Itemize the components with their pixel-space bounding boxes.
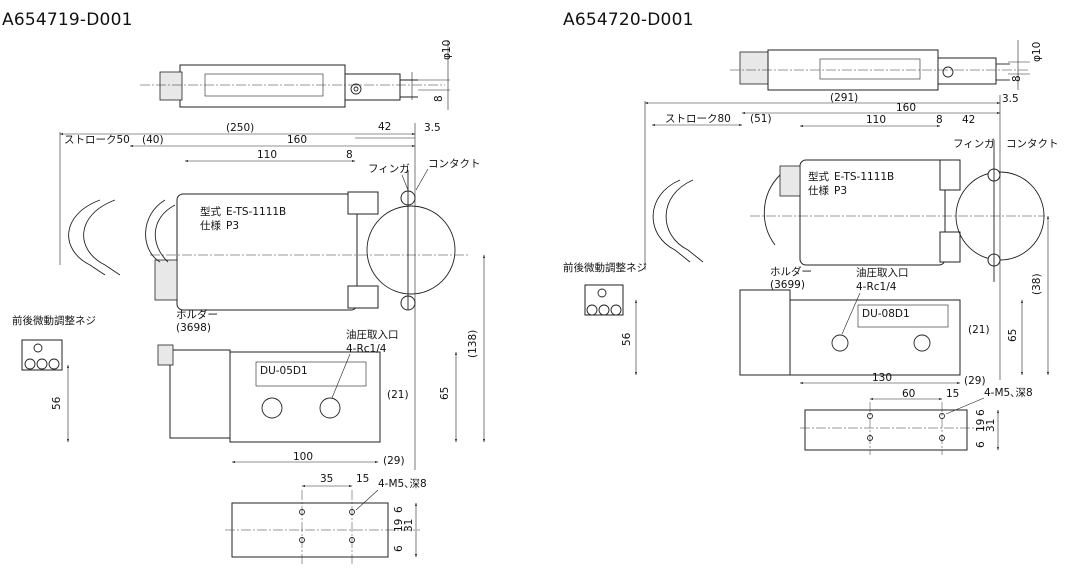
dim-19-right: 19 bbox=[975, 419, 987, 432]
dim-110-right: 110 bbox=[866, 114, 886, 126]
spec-val-right: P3 bbox=[834, 185, 847, 197]
dim-160-left: 160 bbox=[287, 134, 307, 146]
dim-110-left: 110 bbox=[257, 149, 277, 161]
dim-15-right: 15 bbox=[946, 388, 959, 400]
dim-8-right: 8 bbox=[936, 114, 943, 126]
spec-key-right: 仕様 bbox=[808, 184, 829, 197]
dim-42-left: 42 bbox=[378, 121, 391, 133]
finger-label-left: フィンガ bbox=[368, 163, 410, 175]
dim-100-left: 100 bbox=[293, 451, 313, 463]
dim-31-left: 31 bbox=[403, 519, 415, 532]
holder-no-right: (3699) bbox=[770, 279, 805, 291]
dim-56-left: 56 bbox=[51, 396, 63, 410]
dim-56-right: 56 bbox=[621, 332, 633, 346]
tapped-label-right: 4-M5､深8 bbox=[984, 387, 1033, 399]
dim-65-right: 65 bbox=[1007, 329, 1019, 342]
adjust-screw-label-right: 前後微動調整ネジ bbox=[563, 261, 647, 274]
top-view-left bbox=[140, 40, 450, 110]
model-key-right: 型式 bbox=[808, 170, 829, 183]
dim-40-left: (40) bbox=[142, 134, 164, 146]
dim-250-left: (250) bbox=[226, 122, 254, 134]
drawing-right: φ10 8 (291) 3.5 160 ストローク80 (51) 110 8 4… bbox=[563, 40, 1059, 455]
dim-3-5-left: 3.5 bbox=[424, 122, 441, 134]
tapped-label-left: 4-M5､深8 bbox=[378, 478, 427, 490]
drawing-left: φ10 8 (250) 160 ストローク50 (40) 3.5 110 8 4… bbox=[12, 40, 486, 565]
spec-key-left: 仕様 bbox=[200, 219, 221, 232]
dim-15-left: 15 bbox=[356, 473, 369, 485]
dim-65-left: 65 bbox=[439, 387, 451, 400]
dim-phi10-right: φ10 bbox=[1031, 42, 1043, 62]
unit-label-left: DU-05D1 bbox=[260, 365, 308, 377]
dim-35-left: 35 bbox=[320, 473, 333, 485]
dim-3-5-right: 3.5 bbox=[1002, 93, 1019, 105]
oil-port-label-left: 油圧取入口 bbox=[346, 328, 399, 341]
oil-port-spec-right: 4-Rc1/4 bbox=[856, 281, 897, 293]
dim-160-right: 160 bbox=[896, 102, 916, 114]
adjust-screw-label-left: 前後微動調整ネジ bbox=[12, 314, 96, 327]
dim-6a-left: 6 bbox=[393, 506, 405, 513]
dim-8-top-right: 8 bbox=[1011, 75, 1023, 82]
dim-8-left: 8 bbox=[346, 149, 353, 161]
dim-stroke-left: ストローク50 bbox=[64, 134, 130, 146]
dim-138-left: (138) bbox=[467, 330, 479, 358]
part-number-right: A654720-D001 bbox=[563, 10, 694, 30]
holder-label-right: ホルダー bbox=[770, 265, 812, 278]
spec-val-left: P3 bbox=[226, 220, 239, 232]
model-key-left: 型式 bbox=[200, 205, 221, 218]
contact-label-right: コンタクト bbox=[1006, 138, 1059, 150]
dim-19-left: 19 bbox=[393, 519, 405, 532]
dim-29-left: (29) bbox=[383, 455, 405, 467]
dim-6a-right: 6 bbox=[975, 409, 987, 416]
model-val-left: E-TS-1111B bbox=[226, 206, 286, 218]
dim-21-right: (21) bbox=[968, 324, 990, 336]
model-val-right: E-TS-1111B bbox=[834, 171, 894, 183]
dim-29-right: (29) bbox=[964, 375, 986, 387]
holder-no-left: (3698) bbox=[176, 322, 211, 334]
oil-port-label-right: 油圧取入口 bbox=[856, 266, 909, 279]
dim-60-right: 60 bbox=[902, 388, 915, 400]
dim-8-top-left: 8 bbox=[433, 95, 445, 102]
finger-label-right: フィンガ bbox=[953, 138, 995, 150]
dim-6b-right: 6 bbox=[975, 441, 987, 448]
dim-stroke-right: ストローク80 bbox=[665, 113, 731, 125]
contact-label-left: コンタクト bbox=[428, 158, 481, 170]
dim-31-right: 31 bbox=[985, 419, 997, 432]
dim-42-right: 42 bbox=[962, 114, 975, 126]
dim-21-left: (21) bbox=[387, 389, 409, 401]
dim-130-right: 130 bbox=[872, 372, 892, 384]
unit-label-right: DU-08D1 bbox=[862, 308, 910, 320]
part-number-left: A654719-D001 bbox=[2, 10, 133, 30]
dim-6b-left: 6 bbox=[393, 545, 405, 552]
holder-label-left: ホルダー bbox=[176, 308, 218, 321]
oil-port-spec-left: 4-Rc1/4 bbox=[346, 343, 387, 355]
dim-51-right: (51) bbox=[750, 113, 772, 125]
dim-phi10-left: φ10 bbox=[441, 40, 453, 60]
dim-291-right: (291) bbox=[830, 92, 858, 104]
dim-38-right: (38) bbox=[1031, 273, 1043, 295]
